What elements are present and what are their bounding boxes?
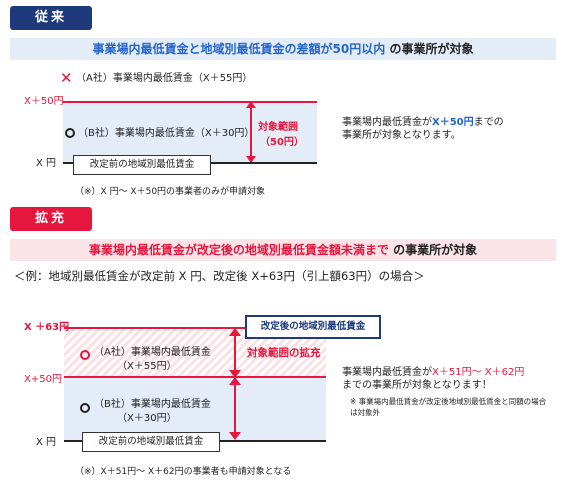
before-label-x50: X＋50円 — [24, 96, 64, 107]
before-range-area — [63, 102, 317, 162]
expanded-banner-suffix: の事業所が対象 — [393, 243, 478, 257]
expanded-label-x50: X+50円 — [24, 374, 62, 385]
expanded-side-highlight: X＋51円～ X＋62円 — [432, 367, 525, 378]
expanded-label-x63: X ＋63円 — [24, 322, 70, 333]
expanded-base-box: 改定前の地域別最低賃金 — [82, 432, 220, 452]
before-line-x50 — [63, 101, 317, 103]
circle-mark-icon — [80, 403, 90, 413]
expanded-range-arrow — [229, 328, 241, 378]
expanded-new-min-box: 改定後の地域別最低賃金 — [245, 315, 381, 339]
before-note: （※）X 円～ X＋50円の事業者のみが申請対象 — [75, 187, 266, 197]
expanded-side-note: ※ 事業場内最低賃金が改定後地域別最低賃金と同額の場合は対象外 — [350, 397, 547, 417]
before-side-text: 事業場内最低賃金がX＋50円までの 事業所が対象となります。 — [342, 116, 552, 142]
expanded-company-b-line1: （B社）事業場内最低賃金 — [94, 399, 211, 410]
expanded-label-x: X 円 — [36, 437, 57, 448]
before-side-post: までの — [473, 117, 504, 128]
expanded-lower-arrow — [229, 377, 241, 440]
before-range-arrow — [246, 101, 256, 163]
expanded-range-label: 対象範囲の拡充 — [247, 347, 321, 359]
expanded-banner: 事業場内最低賃金が改定後の地域別最低賃金額未満まで の事業所が対象 — [10, 239, 556, 261]
before-base-box: 改定前の地域別最低賃金 — [73, 155, 211, 175]
x-mark-icon: ✕ — [60, 69, 73, 87]
expanded-company-a-line1: （A社）事業場内最低賃金 — [94, 347, 211, 358]
before-company-b: （B社）事業場内最低賃金（X＋30円） — [78, 128, 255, 139]
expanded-note: （※）X＋51円～ X＋62円の事業者も申請対象となる — [75, 467, 292, 477]
before-side-highlight: X＋50円 — [432, 117, 474, 128]
expanded-side-pre: 事業場内最低賃金が — [342, 367, 432, 378]
before-label-x: X 円 — [36, 158, 57, 169]
expanded-side-text: 事業場内最低賃金がX＋51円～ X＋62円 までの事業所が対象となります！ — [342, 366, 557, 392]
before-range-label: 対象範囲 — [258, 122, 298, 133]
circle-mark-icon — [65, 128, 75, 138]
expanded-line-x63 — [64, 327, 326, 329]
circle-mark-red-icon — [80, 350, 90, 360]
expanded-banner-highlight: 事業場内最低賃金が改定後の地域別最低賃金額未満まで — [88, 243, 389, 257]
before-banner-highlight: 事業場内最低賃金と地域別最低賃金の差額が50円以内 — [92, 42, 386, 56]
expanded-side-line2: までの事業所が対象となります！ — [342, 380, 492, 391]
expanded-example: ＜例：地域別最低賃金が改定前 X 円、改定後 X+63円（引上額63円）の場合＞ — [14, 269, 425, 283]
expanded-company-b-line2: （X＋30円） — [117, 413, 177, 424]
before-tag: 従来 — [10, 6, 92, 30]
before-banner: 事業場内最低賃金と地域別最低賃金の差額が50円以内 の事業所が対象 — [10, 38, 556, 60]
expanded-blue-area — [64, 377, 326, 440]
expanded-company-a-line2: （X＋55円） — [117, 361, 177, 372]
expanded-tag: 拡充 — [10, 207, 92, 231]
before-side-line2: 事業所が対象となります。 — [342, 130, 461, 141]
expanded-line-x50 — [64, 376, 326, 378]
before-range-value: （50円） — [260, 137, 304, 148]
before-company-a: （A社）事業場内最低賃金（X＋55円） — [76, 73, 253, 84]
before-banner-suffix: の事業所が対象 — [389, 42, 474, 56]
before-side-pre: 事業場内最低賃金が — [342, 117, 432, 128]
